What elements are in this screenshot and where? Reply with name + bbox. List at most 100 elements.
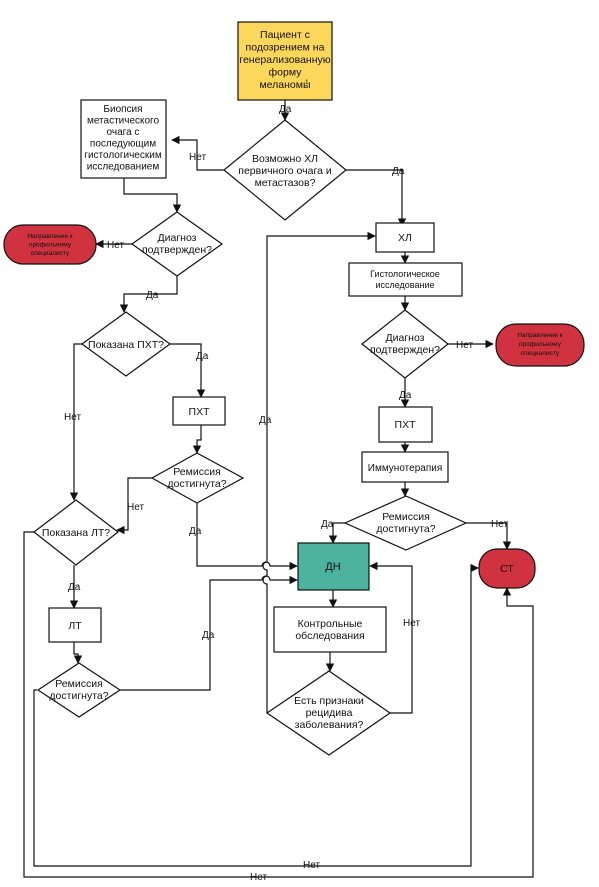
node-text-line: достигнута? [167,478,226,490]
node-text-line: меланомы [259,79,310,91]
node-text-line: Ремиссия [382,511,430,523]
node-text-line: последующим [90,139,156,150]
edge-label: Нет [107,240,124,251]
edge-label: Нет [456,340,473,351]
pkht-right-box-label: ПХТ [395,419,417,431]
edge-label: Нет [64,412,81,423]
control-exams-box [273,606,387,653]
lt-box [48,607,102,643]
edge-label: Да [196,351,209,362]
edge-pkht-shown-no [69,343,82,501]
node-text-line: подозрением на [246,42,325,54]
node-text-line: подтвержден? [370,344,440,356]
edge-diag-left-yes [119,276,178,313]
edge-remission-right-no [466,522,512,550]
node-text-line: гистологическим [84,150,162,161]
edge-label: Да [279,104,292,115]
edge-remission-pkht-no [116,477,152,535]
edges [23,100,534,878]
edge-remission-lt-no [33,563,479,867]
edge-label: Да [146,290,159,301]
node-text-line: Ремиссия [173,466,221,478]
edge-biopsy-to-diag [123,178,182,213]
decision-pkht-shown-label: Показана ПХТ? [88,339,164,351]
pkht-box-label: ПХТ [189,406,211,418]
node-text-line: обследования [295,630,364,642]
node-text-line: исследование [375,280,434,290]
node-text-line: ДН [325,561,340,573]
node-text-line: Пациент с [260,29,310,41]
node-text-line: ЛТ [68,620,82,632]
decision-remission-lt [36,662,122,718]
node-text-line: Ремиссия [55,678,103,690]
node-text-line: метастического [87,116,160,127]
lt-box-label: ЛТ [68,620,82,632]
dn-box-label: ДН [325,561,340,573]
node-text-line: Контрольные [298,618,363,630]
edge-remission-pkht-yes [196,503,298,571]
node-text-line: профильному [519,341,562,348]
node-text-line: специалисту [521,350,560,357]
node-text-line: достигнута? [376,523,435,535]
dn-box [297,542,370,591]
edge-label: Да [68,582,81,593]
biopsy-box [80,99,167,179]
edge-relapse-yes [262,231,376,713]
hl-box-label: ХЛ [398,232,412,244]
node-text-line: Гистологическое [370,269,440,279]
decision-diagnosis-left [130,211,224,277]
edge-label: Да [392,166,405,177]
edge-lt-to-remission [73,642,83,664]
node-text-line: Биопсия [103,104,142,115]
node-text-line: рецидива [306,707,353,719]
decision-diagnosis-right [361,309,449,379]
edge-label: Нет [250,872,267,883]
refer-specialist-left [3,224,97,265]
edge-pkht-shown-yes [170,343,206,398]
start-box-footnote: 1 [305,79,309,86]
node-text-line: специалисту [31,250,70,257]
node-text-line: первичного очага и [238,165,332,177]
edge-label: Нет [491,519,508,530]
edge-label: Да [202,630,215,641]
hl-box [375,222,435,253]
edge-label: Да [321,519,334,530]
node-text-line: ХЛ [398,232,412,244]
node-text-line: Направление к [517,332,562,339]
edge-label: Нет [127,502,144,513]
decision-pkht-shown [80,311,172,377]
decision-remission-pkht [150,452,245,504]
histology-box [348,262,463,297]
node-text-line: подтвержден? [142,244,212,256]
edge-label: Нет [403,618,420,629]
edge-remission-right-yes [328,522,345,544]
node-text-line: Показана ПХТ? [88,339,164,351]
decision-lt-shown-label: Показана ЛТ? [42,527,110,539]
st-terminal [478,548,536,589]
pkht-box [172,396,226,426]
node-text-line: достигнута? [49,690,108,702]
node-text-line: исследованием [87,162,160,173]
refer-specialist-right-label: Направление к профильному специалисту [517,332,562,357]
decision-hl-possible [223,119,347,221]
node-text-line: очага с [107,127,140,138]
node-text-line: Диагноз [386,332,425,344]
decision-remission-right [343,495,468,551]
st-terminal-label: СТ [500,563,514,575]
edge-pkht-to-remission [192,425,202,454]
immunotherapy-box [361,451,449,483]
